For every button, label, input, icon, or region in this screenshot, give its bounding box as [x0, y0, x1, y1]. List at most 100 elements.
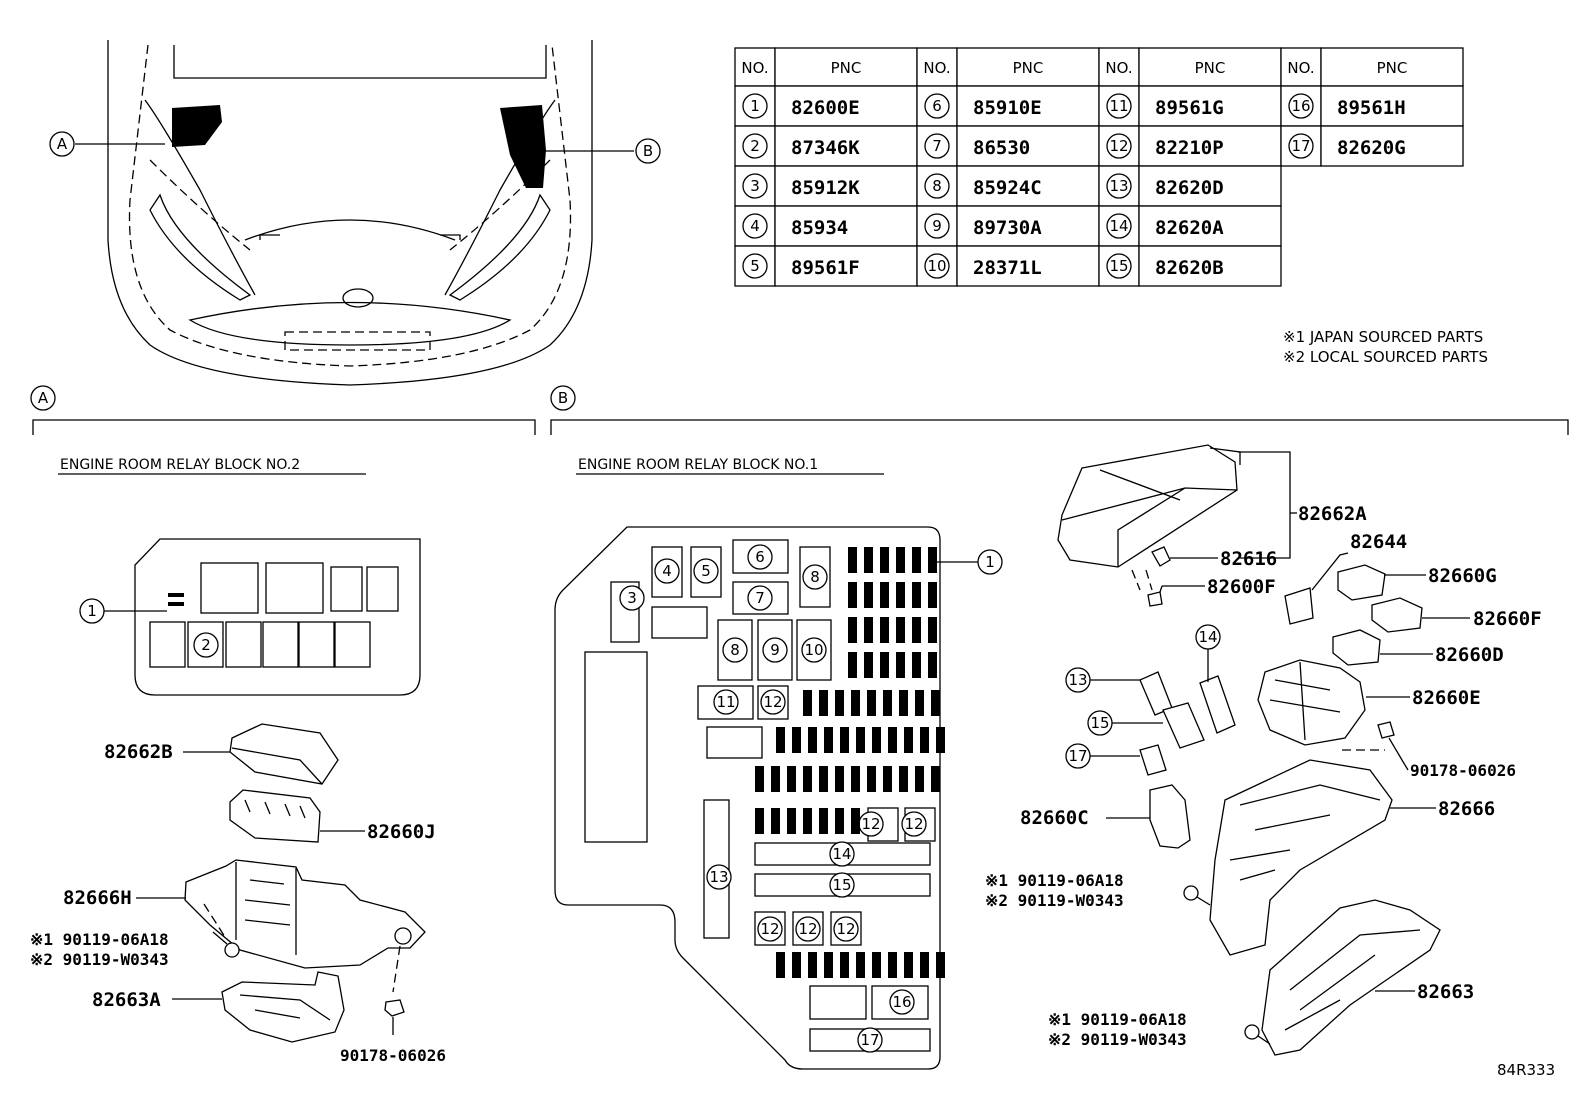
part-clip-a — [384, 999, 405, 1035]
table-no-cell: 13 — [1109, 177, 1128, 195]
relay-marker: 10 — [804, 641, 823, 659]
fuse — [936, 727, 945, 753]
label-82660d: 82660D — [1435, 644, 1504, 666]
label-82663a: 82663A — [92, 989, 161, 1011]
table-no-cell: 1 — [750, 97, 760, 115]
section-a-title: ENGINE ROOM RELAY BLOCK NO.2 — [60, 457, 300, 473]
label-82660c: 82660C — [1020, 807, 1089, 829]
table-header: NO. — [1287, 59, 1314, 77]
label-clip-b: 90178-06026 — [1410, 761, 1516, 780]
label-82666h: 82666H — [63, 887, 132, 909]
table-pnc-cell: 82600E — [791, 97, 860, 119]
table-pnc-cell: 85910E — [973, 97, 1042, 119]
fuse — [824, 727, 833, 753]
table-pnc-cell: 82620A — [1155, 217, 1224, 239]
svg-text:14: 14 — [1198, 628, 1217, 646]
table-no-cell: 15 — [1109, 257, 1128, 275]
section-b-title: ENGINE ROOM RELAY BLOCK NO.1 — [578, 457, 818, 473]
fuse — [787, 808, 796, 834]
fuse — [912, 652, 921, 678]
label-82616: 82616 — [1220, 548, 1277, 570]
svg-text:B: B — [643, 142, 653, 160]
relay-marker: 6 — [755, 548, 765, 566]
fuse — [912, 617, 921, 643]
table-pnc-cell: 85912K — [791, 177, 860, 199]
fuse — [864, 652, 873, 678]
fuse — [931, 690, 940, 716]
part-82616-82600f — [1131, 546, 1218, 607]
table-header: PNC — [1013, 59, 1044, 77]
fuse — [928, 617, 937, 643]
fuse — [840, 727, 849, 753]
table-no-cell: 4 — [750, 217, 760, 235]
fuse — [776, 727, 785, 753]
label-82662b: 82662B — [104, 741, 173, 763]
fuse — [835, 766, 844, 792]
table-pnc-cell: 82620G — [1337, 137, 1406, 159]
table-pnc-cell: 87346K — [791, 137, 860, 159]
svg-text:13: 13 — [1068, 671, 1087, 689]
table-pnc-cell: 89561F — [791, 257, 860, 279]
fuse — [803, 808, 812, 834]
part-82663-lower-case — [1261, 899, 1441, 1056]
table-no-cell: 14 — [1109, 217, 1128, 235]
part-callout-15: 15 — [1087, 702, 1205, 749]
marker-a-2: 2 — [193, 632, 219, 658]
callout-b-top: B — [635, 138, 661, 164]
relay-marker: 12 — [798, 920, 817, 938]
table-pnc-cell: 85934 — [791, 217, 848, 239]
table-pnc-cell: 82210P — [1155, 137, 1224, 159]
fuse — [803, 766, 812, 792]
marker-a-1: 1 — [79, 598, 105, 624]
fuse — [896, 617, 905, 643]
table-no-cell: 11 — [1109, 97, 1128, 115]
table-no-cell: 17 — [1291, 137, 1310, 155]
fuse — [883, 766, 892, 792]
label-bolt-a-1: ※1 90119-06A18 — [30, 930, 169, 949]
table-header: NO. — [923, 59, 950, 77]
relay-marker: 12 — [861, 815, 880, 833]
fuse — [880, 617, 889, 643]
fuse — [904, 952, 913, 978]
fuse — [803, 690, 812, 716]
note-local-sourced: ※2 LOCAL SOURCED PARTS — [1283, 348, 1488, 366]
table-pnc-cell: 89730A — [973, 217, 1042, 239]
fuse — [896, 582, 905, 608]
relay-marker: 9 — [770, 641, 780, 659]
fuse — [915, 690, 924, 716]
fuse — [835, 808, 844, 834]
fuse — [880, 582, 889, 608]
fuse — [920, 727, 929, 753]
table-pnc-cell: 86530 — [973, 137, 1030, 159]
relay-marker: 16 — [892, 993, 911, 1011]
table-pnc-cell: 28371L — [973, 257, 1042, 279]
table-no-cell: 3 — [750, 177, 760, 195]
part-bolt-b1 — [1183, 885, 1211, 906]
relay-marker: 5 — [701, 562, 711, 580]
table-header: PNC — [1377, 59, 1408, 77]
fuse — [867, 690, 876, 716]
fuse — [872, 952, 881, 978]
table-no-cell: 6 — [932, 97, 942, 115]
svg-text:17: 17 — [1068, 747, 1087, 765]
table-no-cell: 16 — [1291, 97, 1310, 115]
part-82660d — [1332, 629, 1433, 666]
relay-marker-1: 1 — [985, 553, 995, 571]
label-82660f: 82660F — [1473, 608, 1542, 630]
fuse — [840, 952, 849, 978]
fuse — [883, 690, 892, 716]
fuse — [808, 727, 817, 753]
fuse — [808, 952, 817, 978]
table-no-cell: 10 — [927, 257, 946, 275]
relay-marker: 12 — [763, 693, 782, 711]
table-no-cell: 12 — [1109, 137, 1128, 155]
fuse — [819, 690, 828, 716]
fuse — [835, 690, 844, 716]
relay-marker: 14 — [832, 845, 851, 863]
relay-marker: 13 — [709, 868, 728, 886]
label-bolt-b2-1: ※1 90119-06A18 — [1048, 1010, 1187, 1029]
label-bolt-b1-2: ※2 90119-W0343 — [985, 891, 1124, 910]
part-bolt-b2 — [1244, 1024, 1271, 1045]
fuse — [848, 547, 857, 573]
